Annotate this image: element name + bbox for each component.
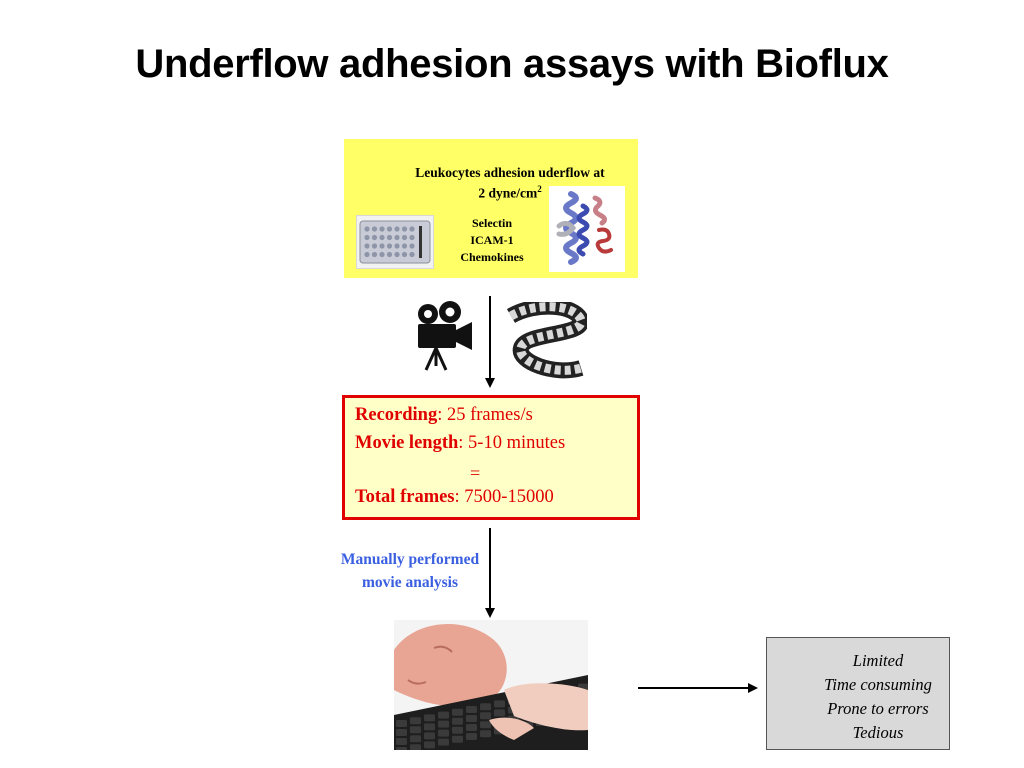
manual-analysis-label: Manually performed movie analysis [316,548,504,594]
adhesion-molecule-list: Selectin ICAM-1 Chemokines [446,215,538,266]
drawback-limited: Limited [852,651,904,670]
drawback-prone-to-errors: Prone to errors [827,699,929,718]
drawback-tedious: Tedious [852,723,904,742]
assay-condition-sup: 2 [537,184,542,194]
slide-title: Underflow adhesion assays with Bioflux [135,42,889,86]
movie-length-value: : 5-10 minutes [458,433,566,453]
molecule-chemokines: Chemokines [460,250,524,264]
assay-heading: Leukocytes adhesion uderflow at 2 dyne/c… [380,164,640,202]
film-strip-icon [505,298,589,382]
well-plate-image [356,215,434,269]
molecule-selectin: Selectin [472,216,512,230]
manual-analysis-line1: Manually performed [340,551,480,568]
total-frames-label: Total frames [355,487,455,507]
equals-sign: = [470,463,481,483]
recording-label: Recording [355,405,438,425]
manual-analysis-line2: movie analysis [361,574,459,591]
protein-structure-image [549,186,625,272]
recording-facts-box [342,395,640,520]
recording-value: : 25 frames/s [437,405,533,425]
drawbacks-box [766,637,950,750]
movie-length-line: Movie length: 5-10 minutes [355,433,565,454]
assay-heading-line1: Leukocytes adhesion uderflow at [415,165,605,180]
drawbacks-list: Limited Time consuming Prone to errors T… [766,649,990,745]
person-at-keyboard-photo [394,620,588,750]
molecule-icam1: ICAM-1 [470,233,514,247]
movie-camera-icon [414,300,474,372]
total-frames-line: Total frames: 7500-15000 [355,487,554,508]
recording-rate-line: Recording: 25 frames/s [355,405,533,426]
total-frames-value: : 7500-15000 [454,487,554,507]
drawback-time-consuming: Time consuming [824,675,932,694]
movie-length-label: Movie length [355,433,459,453]
assay-condition: 2 dyne/cm [478,185,538,201]
